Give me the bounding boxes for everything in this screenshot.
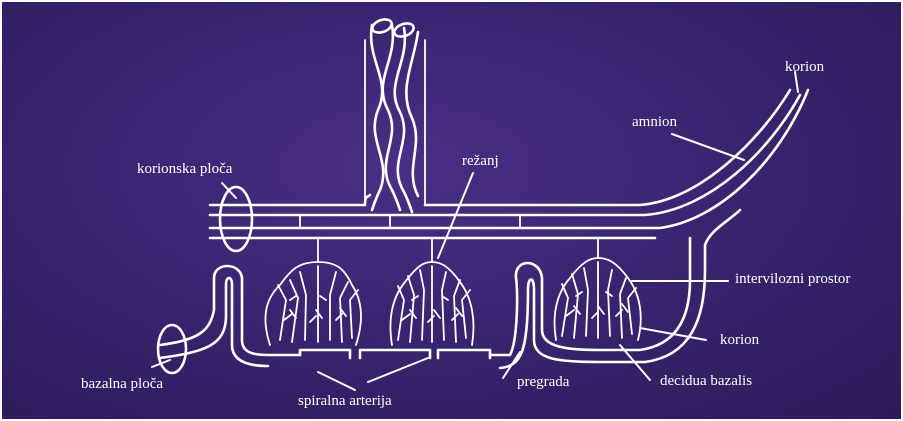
label-spiralna-arterija: spiralna arterija — [298, 394, 392, 409]
villous-tree-right — [555, 238, 641, 340]
label-pregrada: pregrada — [517, 375, 569, 390]
label-intervilozni-prostor: intervilozni prostor — [735, 272, 850, 287]
villous-tree-left — [265, 238, 361, 345]
label-korionska-ploca: korionska ploča — [137, 162, 232, 177]
label-korion-bottom: korion — [720, 333, 759, 348]
villous-tree-center — [391, 238, 474, 345]
label-decidua-bazalis: decidua bazalis — [660, 374, 752, 389]
label-amnion: amnion — [632, 115, 677, 130]
leader-lines — [152, 72, 798, 390]
label-bazalna-ploca: bazalna ploča — [81, 377, 163, 392]
umbilical-cord — [365, 17, 425, 212]
label-rezanj: režanj — [462, 154, 499, 169]
label-korion-top: korion — [785, 60, 824, 75]
decidua-basalis — [158, 210, 740, 373]
